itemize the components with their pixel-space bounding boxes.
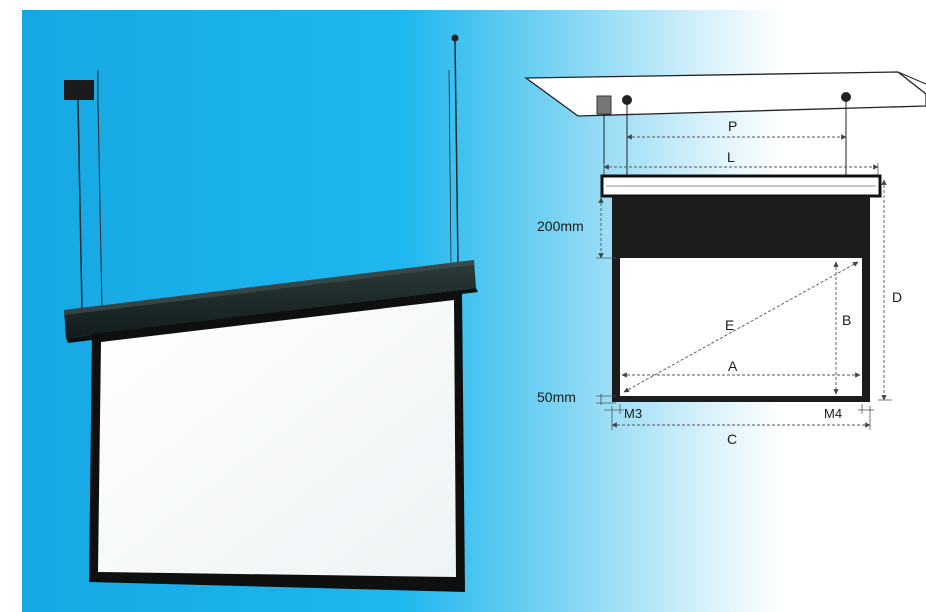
label-c: C [727,431,737,447]
label-l: L [727,149,735,165]
ceiling-slab [524,71,926,117]
junction-box [596,95,612,115]
ceiling-mount [451,34,459,42]
label-a: A [728,358,738,374]
label-m4: M4 [824,406,842,421]
label-d: D [892,289,902,305]
right-cable [454,39,459,266]
technical-drawing: P L E A B 200mm [524,71,926,447]
label-p: P [728,118,737,134]
label-50mm: 50mm [537,389,576,405]
label-e: E [725,317,734,333]
casing [64,260,476,338]
label-200mm: 200mm [537,218,584,234]
screen-surface [98,300,456,577]
left-cable [77,99,83,311]
junction-box [64,80,94,100]
label-b: B [842,312,851,328]
label-m3: M3 [624,406,642,421]
viewing-area [620,258,862,396]
screen-photo [64,34,478,592]
